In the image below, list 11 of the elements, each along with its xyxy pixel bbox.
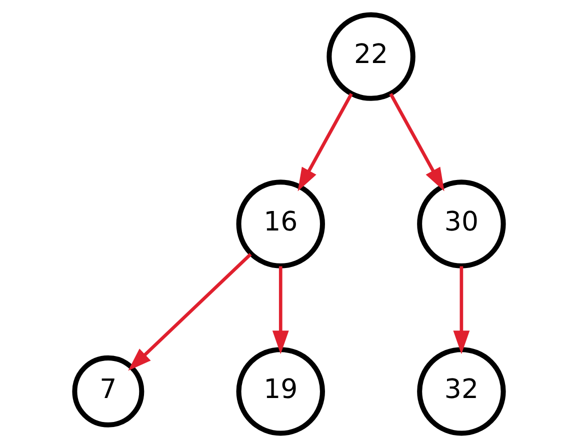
node-circle: 32 <box>417 347 506 436</box>
arrow <box>128 253 252 371</box>
node-circle: 22 <box>326 12 416 101</box>
node-circle: 7 <box>72 355 144 428</box>
node-circle: 30 <box>417 180 506 268</box>
node-circle: 16 <box>236 180 325 268</box>
node-circle: 19 <box>236 347 325 436</box>
arrow <box>453 266 470 354</box>
arrow <box>272 266 289 354</box>
arrow <box>389 93 444 192</box>
arrow <box>298 93 353 192</box>
